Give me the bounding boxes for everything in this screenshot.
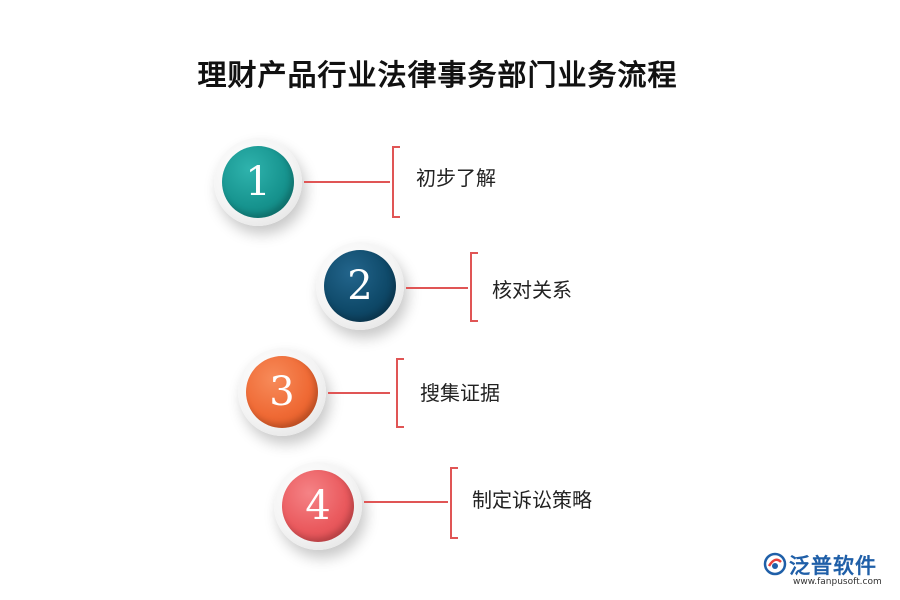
step-2-bracket [470,252,478,322]
step-3-bracket [396,358,404,428]
step-3-connector [328,392,390,394]
step-1-connector [304,181,390,183]
step-2-connector [406,287,468,289]
step-1-number: 1 [222,146,294,218]
fanpusoft-logo-icon [763,552,787,576]
logo-name: 泛普软件 [789,554,877,578]
step-3-number: 3 [246,356,318,428]
fanpusoft-logo: 泛普软件 www.fanpusoft.com [763,550,888,590]
step-3-label: 搜集证据 [420,381,500,405]
step-1-label: 初步了解 [416,166,496,190]
logo-url: www.fanpusoft.com [793,577,882,587]
step-2-label: 核对关系 [492,278,572,302]
step-1-disc: 1 [214,138,302,226]
step-3-disc: 3 [238,348,326,436]
step-4-label: 制定诉讼策略 [472,488,592,512]
step-4-connector [364,501,448,503]
step-2-number: 2 [324,250,396,322]
step-4-disc: 4 [274,462,362,550]
step-4: 4 制定诉讼策略 [0,0,900,550]
step-2-disc: 2 [316,242,404,330]
step-2: 2 核对关系 [0,0,900,330]
step-3: 3 搜集证据 [0,0,900,436]
step-1-bracket [392,146,400,218]
diagram-title: 理财产品行业法律事务部门业务流程 [197,58,678,92]
step-4-bracket [450,467,458,539]
step-4-number: 4 [282,470,354,542]
step-1: 1 初步了解 [0,0,900,226]
